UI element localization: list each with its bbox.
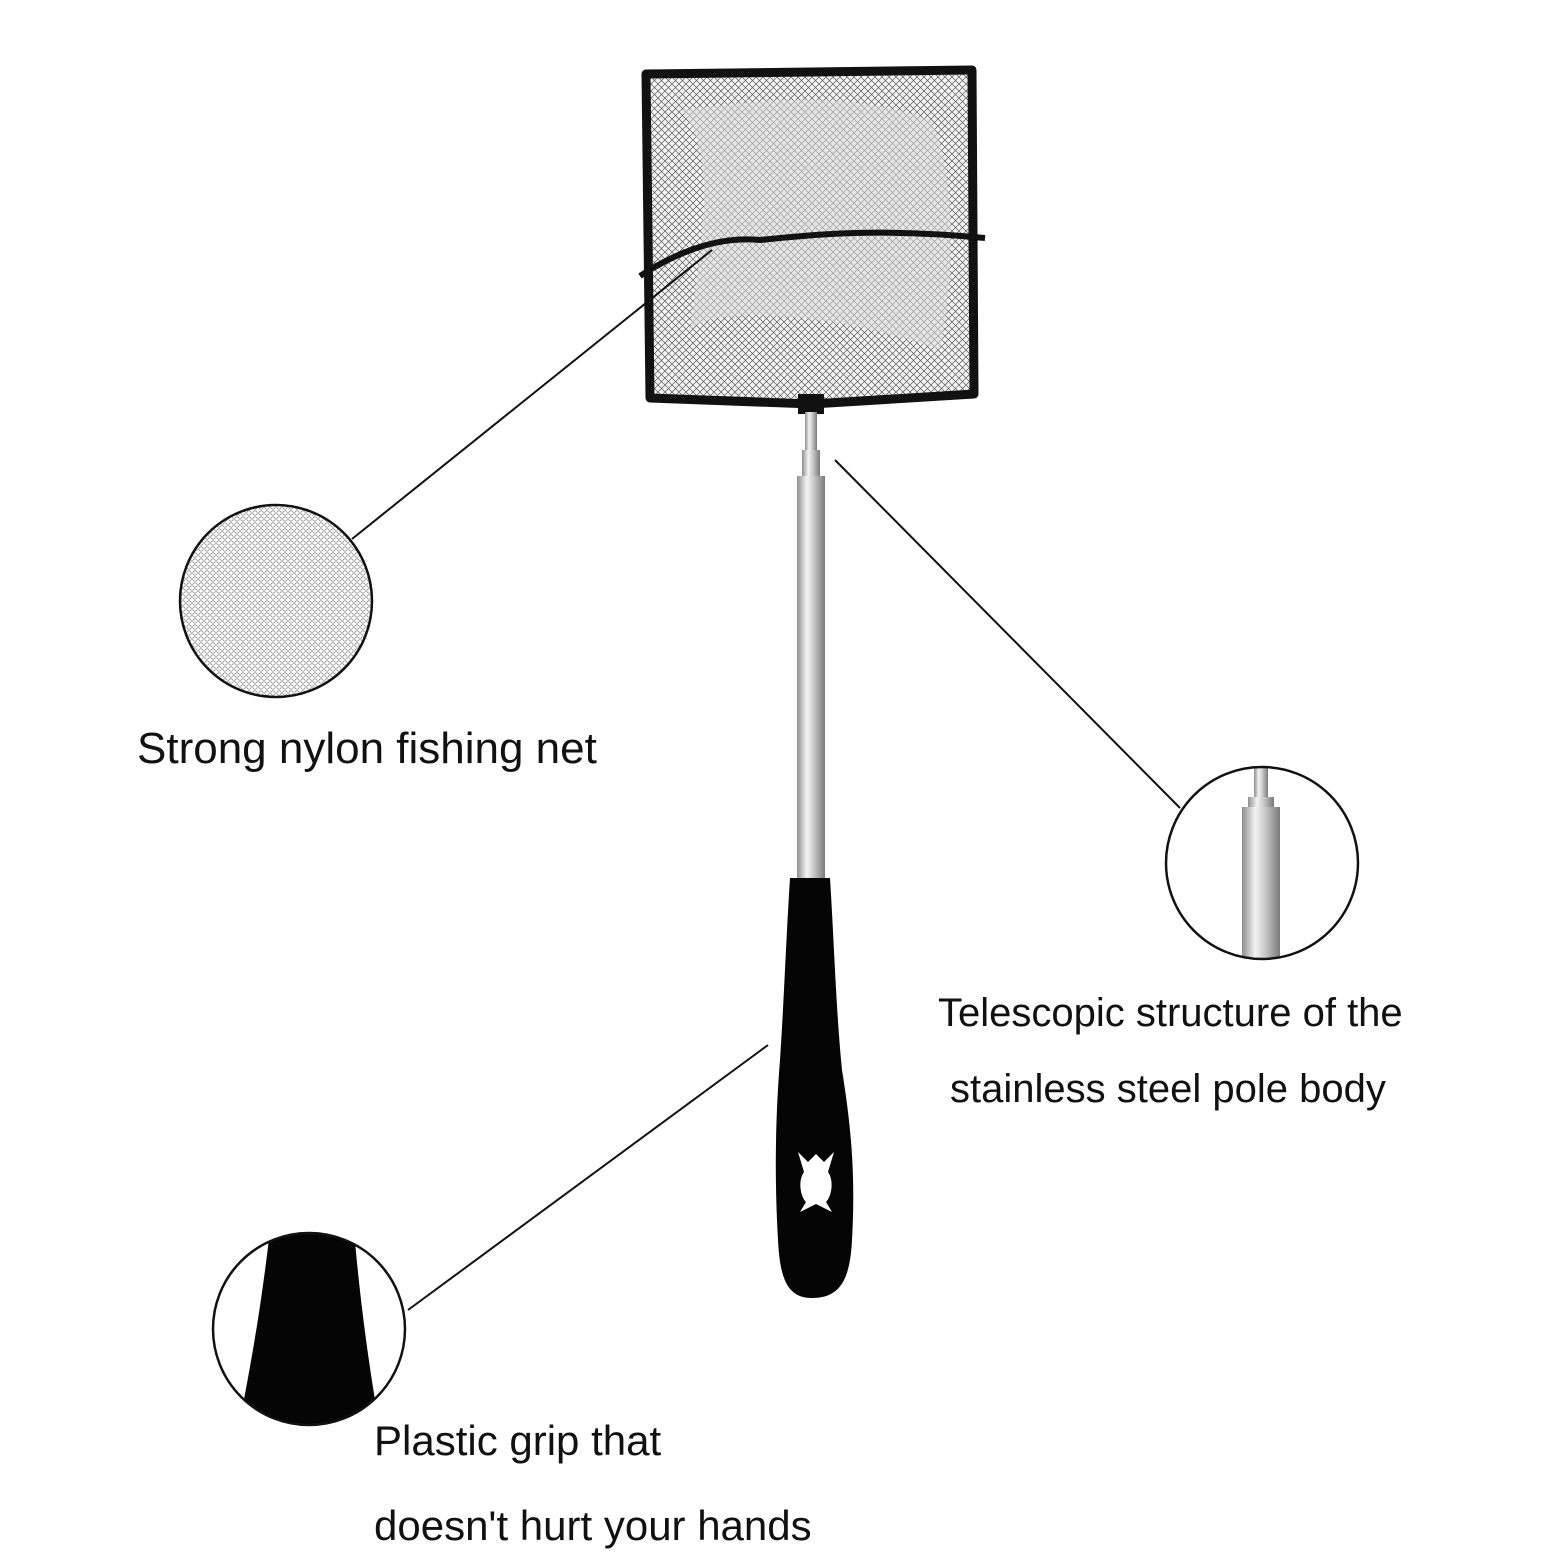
net-rim-cord <box>638 229 986 279</box>
grip-caption-line-2: doesn't hurt your hands <box>374 1502 812 1549</box>
telescopic-pole <box>797 412 825 881</box>
net-caption: Strong nylon fishing net <box>137 724 597 773</box>
grip-detail <box>211 1231 407 1427</box>
net-mesh-detail <box>178 503 374 699</box>
pole-caption-line-1: Telescopic structure of the <box>938 991 1403 1035</box>
plastic-grip <box>775 878 854 1298</box>
callout-line-grip <box>407 1044 769 1311</box>
grip-caption-line-1: Plastic grip that <box>374 1417 662 1464</box>
callout-line-pole <box>834 459 1181 809</box>
net-head <box>638 65 986 414</box>
net-collar <box>798 394 824 414</box>
pole-caption-line-2: stainless steel pole body <box>950 1067 1386 1111</box>
net-frame <box>641 65 979 409</box>
fish-logo-icon <box>798 1152 834 1212</box>
pole-detail <box>1164 765 1360 961</box>
callout-lines <box>351 249 1181 1311</box>
callout-line-net <box>351 249 713 540</box>
